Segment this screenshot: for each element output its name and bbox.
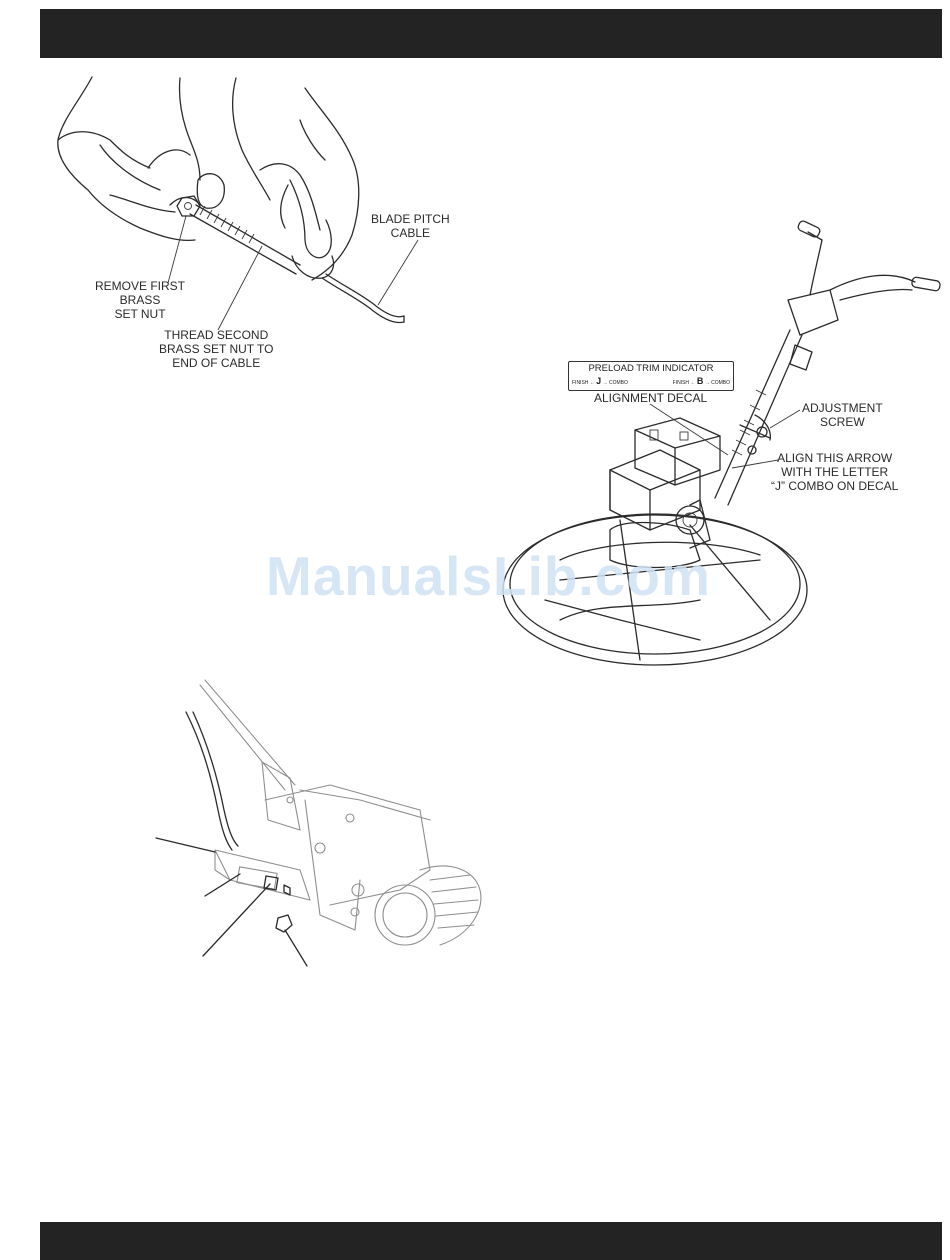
footer-bar [40,1222,942,1260]
watermark-text: ManualsLib.com [266,544,711,608]
